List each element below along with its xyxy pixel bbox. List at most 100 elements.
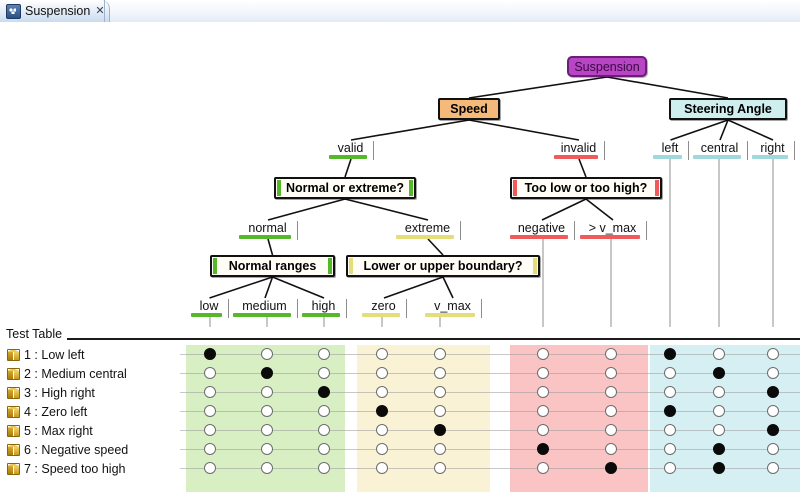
test-case-row[interactable]: 5 : Max right xyxy=(0,421,180,440)
tree-node-speed[interactable]: Speed xyxy=(438,98,500,120)
radio-low[interactable] xyxy=(204,462,216,474)
radio-gt_vmax[interactable] xyxy=(605,462,617,474)
radio-negative[interactable] xyxy=(537,462,549,474)
radio-left[interactable] xyxy=(664,405,676,417)
radio-gt_vmax[interactable] xyxy=(605,443,617,455)
radio-high[interactable] xyxy=(318,386,330,398)
test-case-row[interactable]: 1 : Low left xyxy=(0,345,180,364)
radio-negative[interactable] xyxy=(537,348,549,360)
tree-node-steering[interactable]: Steering Angle xyxy=(669,98,787,120)
radio-left[interactable] xyxy=(664,443,676,455)
radio-zero[interactable] xyxy=(376,443,388,455)
radio-central[interactable] xyxy=(713,367,725,379)
radio-high[interactable] xyxy=(318,443,330,455)
radio-high[interactable] xyxy=(318,367,330,379)
radio-medium[interactable] xyxy=(261,405,273,417)
tree-node-gt-vmax[interactable]: > v_max xyxy=(578,220,648,240)
radio-right[interactable] xyxy=(767,424,779,436)
tree-node-invalid[interactable]: invalid xyxy=(552,140,606,160)
radio-medium[interactable] xyxy=(261,424,273,436)
tree-node-negative[interactable]: negative xyxy=(508,220,576,240)
radio-v_max[interactable] xyxy=(434,386,446,398)
radio-central[interactable] xyxy=(713,443,725,455)
radio-central[interactable] xyxy=(713,462,725,474)
test-case-row[interactable]: 4 : Zero left xyxy=(0,402,180,421)
radio-low[interactable] xyxy=(204,405,216,417)
radio-v_max[interactable] xyxy=(434,348,446,360)
radio-low[interactable] xyxy=(204,348,216,360)
radio-negative[interactable] xyxy=(537,424,549,436)
radio-high[interactable] xyxy=(318,462,330,474)
close-icon[interactable]: ✕ xyxy=(95,4,105,17)
radio-v_max[interactable] xyxy=(434,367,446,379)
radio-zero[interactable] xyxy=(376,348,388,360)
radio-right[interactable] xyxy=(767,348,779,360)
radio-medium[interactable] xyxy=(261,443,273,455)
radio-medium[interactable] xyxy=(261,386,273,398)
radio-zero[interactable] xyxy=(376,367,388,379)
radio-right[interactable] xyxy=(767,386,779,398)
tree-node-medium[interactable]: medium xyxy=(231,298,299,318)
radio-right[interactable] xyxy=(767,462,779,474)
radio-negative[interactable] xyxy=(537,405,549,417)
radio-medium[interactable] xyxy=(261,367,273,379)
tree-node-central[interactable]: central xyxy=(691,140,749,160)
tree-node-high[interactable]: high xyxy=(300,298,348,318)
radio-medium[interactable] xyxy=(261,462,273,474)
radio-central[interactable] xyxy=(713,386,725,398)
tree-node-low[interactable]: low xyxy=(189,298,230,318)
tree-node-extreme[interactable]: extreme xyxy=(394,220,462,240)
tree-node-normal-or-extreme[interactable]: Normal or extreme? xyxy=(274,177,416,199)
tree-node-right[interactable]: right xyxy=(750,140,796,160)
radio-low[interactable] xyxy=(204,386,216,398)
radio-zero[interactable] xyxy=(376,462,388,474)
radio-v_max[interactable] xyxy=(434,405,446,417)
radio-left[interactable] xyxy=(664,424,676,436)
radio-v_max[interactable] xyxy=(434,443,446,455)
test-case-row[interactable]: 7 : Speed too high xyxy=(0,459,180,478)
tree-node-zero[interactable]: zero xyxy=(360,298,408,318)
test-case-row[interactable]: 3 : High right xyxy=(0,383,180,402)
radio-low[interactable] xyxy=(204,367,216,379)
tree-node-v-max[interactable]: v_max xyxy=(423,298,483,318)
tree-node-lower-or-upper[interactable]: Lower or upper boundary? xyxy=(346,255,540,277)
radio-negative[interactable] xyxy=(537,386,549,398)
tree-node-left[interactable]: left xyxy=(651,140,690,160)
radio-gt_vmax[interactable] xyxy=(605,386,617,398)
radio-central[interactable] xyxy=(713,405,725,417)
radio-central[interactable] xyxy=(713,348,725,360)
radio-gt_vmax[interactable] xyxy=(605,424,617,436)
radio-negative[interactable] xyxy=(537,367,549,379)
radio-left[interactable] xyxy=(664,348,676,360)
test-case-row[interactable]: 2 : Medium central xyxy=(0,364,180,383)
radio-high[interactable] xyxy=(318,348,330,360)
radio-right[interactable] xyxy=(767,443,779,455)
radio-medium[interactable] xyxy=(261,348,273,360)
radio-left[interactable] xyxy=(664,386,676,398)
radio-low[interactable] xyxy=(204,424,216,436)
radio-negative[interactable] xyxy=(537,443,549,455)
radio-right[interactable] xyxy=(767,367,779,379)
radio-left[interactable] xyxy=(664,367,676,379)
radio-gt_vmax[interactable] xyxy=(605,405,617,417)
radio-gt_vmax[interactable] xyxy=(605,367,617,379)
radio-central[interactable] xyxy=(713,424,725,436)
radio-left[interactable] xyxy=(664,462,676,474)
radio-high[interactable] xyxy=(318,424,330,436)
radio-zero[interactable] xyxy=(376,386,388,398)
radio-low[interactable] xyxy=(204,443,216,455)
tree-node-valid[interactable]: valid xyxy=(327,140,375,160)
test-case-row[interactable]: 6 : Negative speed xyxy=(0,440,180,459)
tree-node-normal[interactable]: normal xyxy=(237,220,299,240)
tree-node-too-low-or-high[interactable]: Too low or too high? xyxy=(510,177,662,199)
tree-node-root[interactable]: Suspension xyxy=(567,56,647,77)
tree-node-normal-ranges[interactable]: Normal ranges xyxy=(210,255,335,277)
tab-suspension[interactable]: Suspension ✕ xyxy=(0,0,110,22)
radio-v_max[interactable] xyxy=(434,462,446,474)
radio-high[interactable] xyxy=(318,405,330,417)
radio-right[interactable] xyxy=(767,405,779,417)
radio-zero[interactable] xyxy=(376,405,388,417)
radio-zero[interactable] xyxy=(376,424,388,436)
radio-v_max[interactable] xyxy=(434,424,446,436)
radio-gt_vmax[interactable] xyxy=(605,348,617,360)
